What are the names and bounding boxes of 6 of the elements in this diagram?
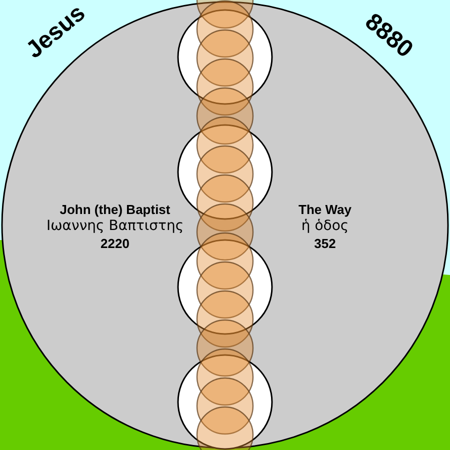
greek-text: ἡ ὁδος bbox=[301, 218, 349, 234]
greek-text: Ιωαννης Βαπτιστης bbox=[46, 218, 184, 234]
number-label: 352 bbox=[314, 236, 336, 251]
number-label: 2220 bbox=[100, 236, 130, 251]
name-label: John (the) Baptist bbox=[60, 202, 170, 217]
name-label: The Way bbox=[298, 202, 352, 217]
